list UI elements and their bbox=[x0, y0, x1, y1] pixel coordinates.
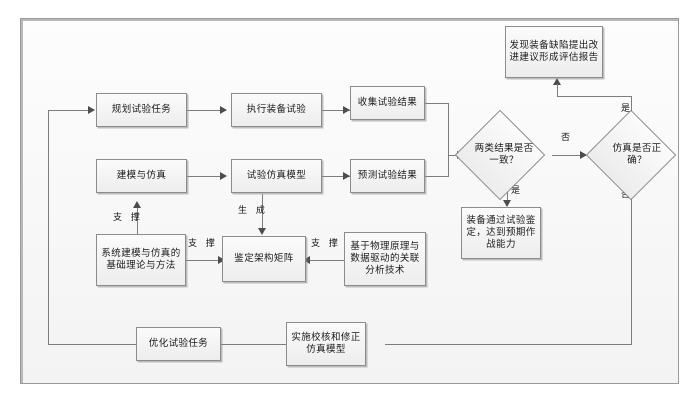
node-optimize-test-task[interactable]: 优化试验任务 bbox=[136, 327, 221, 361]
connector-merge-bus bbox=[448, 103, 449, 176]
connector-decision2-yes-horizontal bbox=[557, 96, 632, 97]
arrowhead-into-plan-task bbox=[88, 105, 95, 114]
connector-optimize-to-feedback bbox=[48, 344, 136, 345]
node-assessment-matrix[interactable]: 鉴定架构矩阵 bbox=[222, 236, 306, 282]
arrowhead-into-decision-simulation-correct bbox=[580, 150, 587, 159]
node-test-sim-model-label: 试验仿真模型 bbox=[246, 170, 307, 181]
connector-predict-to-merge bbox=[425, 176, 449, 177]
node-execute-equipment-test-label: 执行装备试验 bbox=[246, 104, 307, 115]
connector-decision2-no-vertical bbox=[631, 186, 632, 344]
decision-results-consistent[interactable]: 两类结果是否一致？ bbox=[454, 109, 546, 201]
node-predict-test-results-label: 预测试验结果 bbox=[357, 170, 418, 181]
connector-left-feedback-top bbox=[48, 110, 90, 111]
arrowhead-into-predict-results bbox=[343, 171, 350, 180]
connector-decision2-no-bottom bbox=[385, 344, 632, 345]
connector-left-feedback-vertical bbox=[48, 110, 49, 344]
connector-modeling-to-simmodel bbox=[187, 176, 224, 177]
node-equipment-qualified[interactable]: 装备通过试验鉴定，达到预期作战能力 bbox=[461, 207, 541, 259]
connector-theory-to-matrix bbox=[186, 260, 222, 261]
node-collect-test-results[interactable]: 收集试验结果 bbox=[350, 86, 425, 120]
node-correlation-tech-label: 基于物理原理与数据驱动的关联分析技术 bbox=[350, 241, 420, 276]
decision-results-consistent-label: 两类结果是否一致？ bbox=[474, 143, 534, 166]
edge-label-generate: 生 成 bbox=[238, 206, 268, 216]
connector-decision1-no bbox=[552, 155, 586, 156]
arrowhead-into-assessment-matrix-right bbox=[303, 255, 310, 264]
connector-plan-to-execute bbox=[187, 110, 224, 111]
node-equipment-qualified-label: 装备通过试验鉴定，达到预期作战能力 bbox=[466, 215, 536, 250]
node-modeling-simulation[interactable]: 建模与仿真 bbox=[96, 159, 187, 193]
node-optimize-test-task-label: 优化试验任务 bbox=[148, 338, 209, 349]
node-plan-test-task[interactable]: 规划试验任务 bbox=[96, 93, 187, 127]
edge-label-support-mid: 支 撑 bbox=[188, 239, 218, 249]
arrowhead-into-equipment-qualified bbox=[502, 200, 511, 207]
node-defect-report[interactable]: 发现装备缺陷提出改进建议形成评估报告 bbox=[505, 26, 603, 78]
node-test-sim-model[interactable]: 试验仿真模型 bbox=[231, 159, 322, 193]
connector-tech-to-matrix bbox=[306, 260, 344, 261]
arrowhead-into-collect-results bbox=[343, 105, 350, 114]
connector-decision1-yes bbox=[507, 186, 508, 206]
node-execute-equipment-test[interactable]: 执行装备试验 bbox=[231, 93, 322, 127]
arrowhead-into-assessment-matrix-top bbox=[257, 228, 266, 235]
node-modeling-simulation-label: 建模与仿真 bbox=[116, 170, 167, 181]
decision-simulation-correct-label: 仿真是否正确？ bbox=[612, 143, 662, 166]
arrowhead-into-modeling-simulation bbox=[132, 201, 141, 208]
node-defect-report-label: 发现装备缺陷提出改进建议形成评估报告 bbox=[509, 40, 599, 63]
decision-simulation-correct[interactable]: 仿真是否正确？ bbox=[585, 109, 677, 201]
node-verify-correct-model-label: 实施校核和修正仿真模型 bbox=[291, 332, 361, 355]
node-theory-methods-label: 系统建模与仿真的基础理论与方法 bbox=[101, 248, 181, 271]
node-assessment-matrix-label: 鉴定架构矩阵 bbox=[234, 253, 294, 264]
connector-simmodel-to-matrix bbox=[262, 194, 263, 233]
arrowhead-into-test-sim-model bbox=[220, 171, 227, 180]
node-predict-test-results[interactable]: 预测试验结果 bbox=[350, 159, 425, 193]
edge-label-sim-yes: 是 bbox=[621, 104, 631, 114]
node-verify-correct-model[interactable]: 实施校核和修正仿真模型 bbox=[286, 322, 366, 366]
connector-theory-to-modeling bbox=[137, 208, 138, 235]
connector-decision2-yes-riser bbox=[557, 84, 558, 97]
node-correlation-tech[interactable]: 基于物理原理与数据驱动的关联分析技术 bbox=[344, 232, 426, 286]
edge-label-consistent-no: 否 bbox=[561, 133, 571, 143]
node-theory-methods[interactable]: 系统建模与仿真的基础理论与方法 bbox=[96, 234, 186, 286]
node-plan-test-task-label: 规划试验任务 bbox=[111, 104, 172, 115]
connector-verify-to-optimize bbox=[196, 344, 286, 345]
connector-execute-to-collect bbox=[322, 110, 350, 111]
arrowhead-into-execute-test bbox=[220, 105, 227, 114]
connector-simmodel-to-predict bbox=[322, 176, 350, 177]
connector-collect-to-merge bbox=[425, 103, 449, 104]
arrowhead-into-defect-report bbox=[552, 78, 561, 85]
edge-label-support-right: 支 撑 bbox=[311, 239, 341, 249]
edge-label-support-left: 支 撑 bbox=[113, 213, 143, 223]
edge-label-consistent-yes: 是 bbox=[511, 186, 521, 196]
arrowhead-into-assessment-matrix-left bbox=[218, 255, 225, 264]
node-collect-test-results-label: 收集试验结果 bbox=[357, 97, 418, 108]
